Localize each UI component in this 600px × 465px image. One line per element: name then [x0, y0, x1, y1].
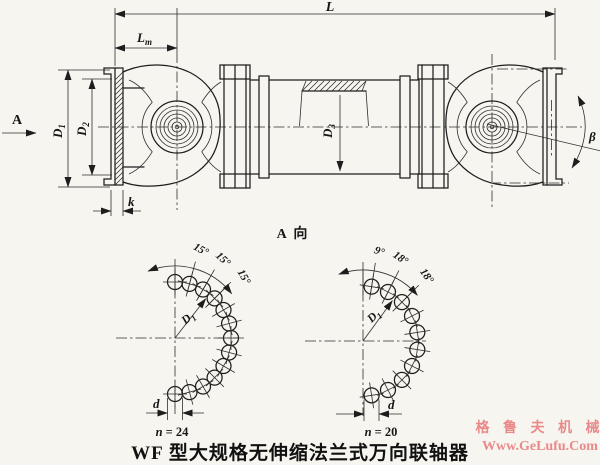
- dimension-d1: D1: [50, 69, 110, 188]
- view-a-label: A 向: [277, 225, 310, 242]
- dimension-lm: Lm: [114, 30, 178, 52]
- input-flange: [103, 67, 145, 186]
- angle-label: 9°: [373, 244, 387, 259]
- left-spider-bearing: [150, 100, 204, 154]
- dim-label-k: k: [128, 194, 135, 209]
- dim-label-d: d: [388, 397, 395, 412]
- dim-label-D2: D2: [74, 122, 91, 137]
- right-universal-joint: [445, 64, 569, 187]
- watermark: 格 鲁 夫 机 械 Www.GeLufu.Com: [476, 419, 600, 454]
- bolt-circle-diagram-left: 15° 15° 15° D1 d n = 24: [116, 241, 253, 439]
- right-spider-bearing: [465, 100, 519, 154]
- drawing-caption: WF 型大规格无伸缩法兰式万向联轴器: [131, 441, 469, 464]
- dim-label-beta: β: [588, 129, 596, 144]
- dim-label-L: L: [325, 0, 335, 15]
- tube-shaft: [249, 75, 420, 179]
- angle-label: 15°: [191, 241, 211, 259]
- dimension-k: k: [93, 190, 141, 216]
- watermark-url: Www.GeLufu.Com: [482, 439, 598, 454]
- flange-section-hatch: [114, 71, 124, 186]
- swing-angle-beta: β: [486, 95, 600, 169]
- angle-label: 15°: [235, 267, 253, 287]
- angle-label: 18°: [391, 249, 411, 268]
- left-universal-joint: [122, 64, 222, 187]
- tube-weld-hatch: [301, 80, 367, 92]
- dim-label-d: d: [153, 396, 160, 411]
- output-flange: [542, 67, 563, 186]
- watermark-company: 格 鲁 夫 机 械: [476, 419, 600, 436]
- hole-count-label: n = 24: [156, 425, 190, 439]
- right-bolted-flange-pair: [417, 64, 449, 189]
- dimension-overall-length: L: [114, 0, 556, 66]
- dim-label-Lm: Lm: [136, 30, 152, 47]
- view-arrow-label: A: [12, 113, 23, 128]
- hole-count-label: n = 20: [365, 425, 398, 439]
- view-a-arrow: A: [2, 113, 37, 137]
- dimension-d-hole: d: [336, 397, 402, 421]
- dimension-d3: D3: [320, 95, 344, 172]
- angle-label: 18°: [417, 266, 436, 286]
- dim-label-D1: D1: [50, 124, 67, 139]
- bolt-circle-diagram-right: 9° 18° 18° D1 d n = 20: [305, 244, 436, 439]
- dimension-d-hole: d: [146, 396, 204, 420]
- coupling-side-view: L Lm k D1: [2, 0, 600, 242]
- dim-label-D3: D3: [320, 124, 337, 139]
- left-bolted-flange-pair: [219, 64, 251, 189]
- dimension-d2: D2: [74, 78, 112, 176]
- angle-label: 15°: [213, 250, 233, 270]
- dim-label-D1-bolt-circle: D1: [363, 306, 384, 327]
